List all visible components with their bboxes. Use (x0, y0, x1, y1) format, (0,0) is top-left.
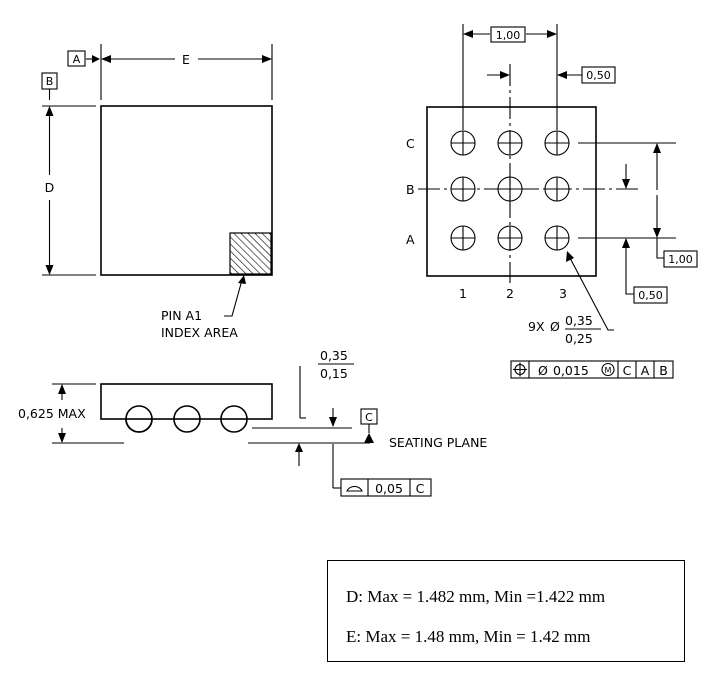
ball-dia-symbol: Ø (550, 319, 560, 334)
position-modifier: M (605, 366, 612, 375)
offset-right-value: 0,50 (638, 289, 663, 302)
ball-a1 (450, 225, 476, 251)
pin-a1-index-area (229, 232, 272, 275)
ball-dia-min: 0,25 (565, 331, 593, 346)
bottom-view: 1,00 0,50 1,00 0,50 C B A 1 2 3 9X Ø 0,3… (406, 24, 698, 379)
datum-a-label: A (73, 53, 81, 66)
solder-ball-1 (125, 418, 153, 433)
position-ref-b: B (659, 363, 668, 378)
package-body-bottom (426, 106, 597, 277)
offset-top-box (581, 66, 616, 84)
ball-c3 (544, 130, 570, 156)
col-label-3: 3 (559, 286, 567, 301)
ball-a3 (544, 225, 570, 251)
standoff-min: 0,15 (320, 366, 348, 381)
ball-dia-leader (569, 257, 614, 331)
dimension-e-line: E: Max = 1.48 mm, Min = 1.42 mm (346, 627, 591, 646)
ball-grid (450, 130, 570, 251)
ball-b2 (497, 176, 523, 202)
top-view: A E B D PIN A1 INDEX AREA (41, 44, 273, 340)
pin-label-line2: INDEX AREA (161, 325, 238, 340)
row-label-c: C (406, 136, 415, 151)
ball-b1 (450, 176, 476, 202)
ball-b3 (544, 176, 570, 202)
offset-right-box (633, 286, 668, 304)
pitch-top-value: 1,00 (496, 29, 521, 42)
solder-ball-3 (220, 405, 248, 433)
standoff-max: 0,35 (320, 348, 348, 363)
dimensions-box: D: Max = 1.482 mm, Min =1.422 mm E: Max … (327, 560, 685, 662)
solder-ball-2 (173, 405, 201, 433)
position-dia-symbol: Ø (538, 363, 548, 378)
position-value: 0,015 (553, 363, 589, 378)
position-tolerance-frame: Ø 0,015 M C A B (510, 360, 674, 379)
dimension-d-line: D: Max = 1.482 mm, Min =1.422 mm (346, 587, 606, 606)
ball-c1 (450, 130, 476, 156)
datum-b-label: B (46, 75, 54, 88)
flatness-ref: C (416, 481, 425, 496)
ball-dia-max: 0,35 (565, 313, 593, 328)
package-body-side (100, 383, 273, 420)
col-label-1: 1 (459, 286, 467, 301)
datum-c-label: C (365, 411, 373, 424)
seating-plane-label: SEATING PLANE (389, 435, 487, 450)
offset-top-value: 0,50 (586, 69, 611, 82)
datum-a-box (67, 50, 86, 67)
ball-count: 9X (528, 319, 545, 334)
dim-e-label: E (182, 52, 190, 67)
height-label: 0,625 MAX (18, 406, 86, 421)
ball-a2 (497, 225, 523, 251)
position-ref-c: C (623, 363, 632, 378)
row-label-a: A (406, 232, 415, 247)
package-body-top (100, 105, 273, 276)
dim-d-label: D (45, 180, 55, 195)
profile-surface-symbol (346, 485, 363, 492)
flatness-frame: 0,05 C (333, 478, 432, 497)
pitch-top-box (490, 26, 526, 43)
position-ref-a: A (641, 363, 650, 378)
ball-c2 (497, 130, 523, 156)
pin-a1-leader (224, 279, 243, 317)
pitch-right-value: 1,00 (668, 253, 693, 266)
row-label-b: B (406, 182, 415, 197)
pitch-right-box (663, 250, 698, 268)
flatness-value: 0,05 (375, 481, 403, 496)
side-view: 0,625 MAX 0,35 0,15 C SEATING PLANE 0,05… (18, 348, 487, 497)
col-label-2: 2 (506, 286, 514, 301)
pin-label-line1: PIN A1 (161, 308, 202, 323)
